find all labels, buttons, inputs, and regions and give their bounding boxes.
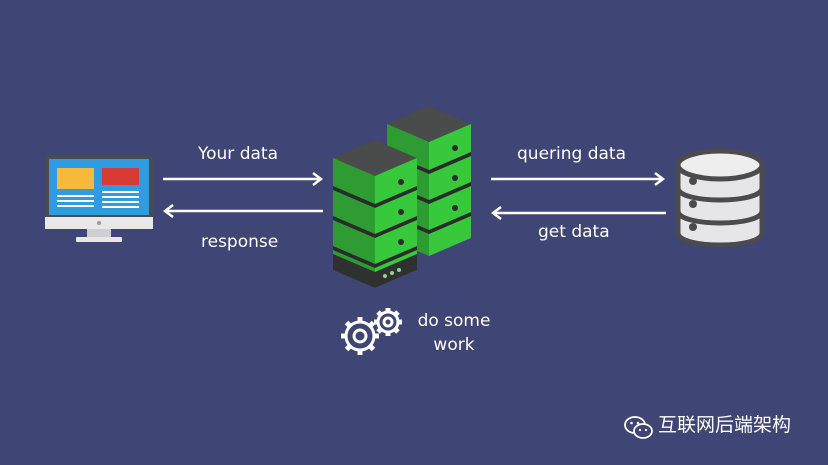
arrow-client-to-server xyxy=(160,172,330,186)
gears-icon xyxy=(338,304,408,360)
arrow-server-to-client xyxy=(160,204,330,218)
label-work-line2: work xyxy=(410,333,498,357)
label-get-data: get data xyxy=(538,224,610,241)
label-your-data: Your data xyxy=(198,146,278,163)
watermark-text: 互联网后端架构 xyxy=(658,416,791,435)
label-response: response xyxy=(201,234,278,251)
client-computer-icon xyxy=(45,155,155,245)
server-stack-icon xyxy=(333,104,483,274)
arrow-db-to-server xyxy=(488,206,670,220)
wechat-icon xyxy=(624,415,654,441)
label-quering-data: quering data xyxy=(517,146,626,163)
database-icon xyxy=(674,145,770,255)
label-work-line1: do some xyxy=(410,309,498,333)
arrow-server-to-db xyxy=(488,172,670,186)
label-do-some-work: do some work xyxy=(410,309,498,357)
